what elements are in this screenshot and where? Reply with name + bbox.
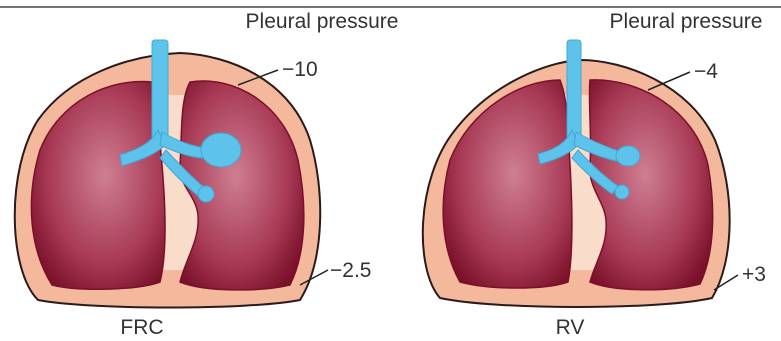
rv-apex-pressure: −4	[694, 60, 718, 83]
frc-alveolus-icon	[201, 133, 241, 167]
rv-alveolus-icon	[616, 146, 640, 166]
rv-left-lung	[443, 80, 572, 288]
frc-base-pressure: −2.5	[330, 259, 371, 282]
frc-pleural-pressure-header: Pleural pressure	[246, 10, 399, 33]
frc-apex-pressure: −10	[282, 58, 318, 81]
rv-small-alveolus-icon	[615, 185, 629, 199]
frc-panel: Pleural pressure −10 −2.5 FRC	[15, 10, 399, 339]
frc-label: FRC	[120, 316, 163, 339]
rv-panel: Pleural pressure −4 +3 RV	[423, 10, 766, 339]
rv-label: RV	[556, 316, 585, 339]
rv-base-pressure: +3	[742, 263, 766, 286]
rv-pleural-pressure-header: Pleural pressure	[610, 10, 763, 33]
frc-small-alveolus-icon	[198, 186, 214, 202]
